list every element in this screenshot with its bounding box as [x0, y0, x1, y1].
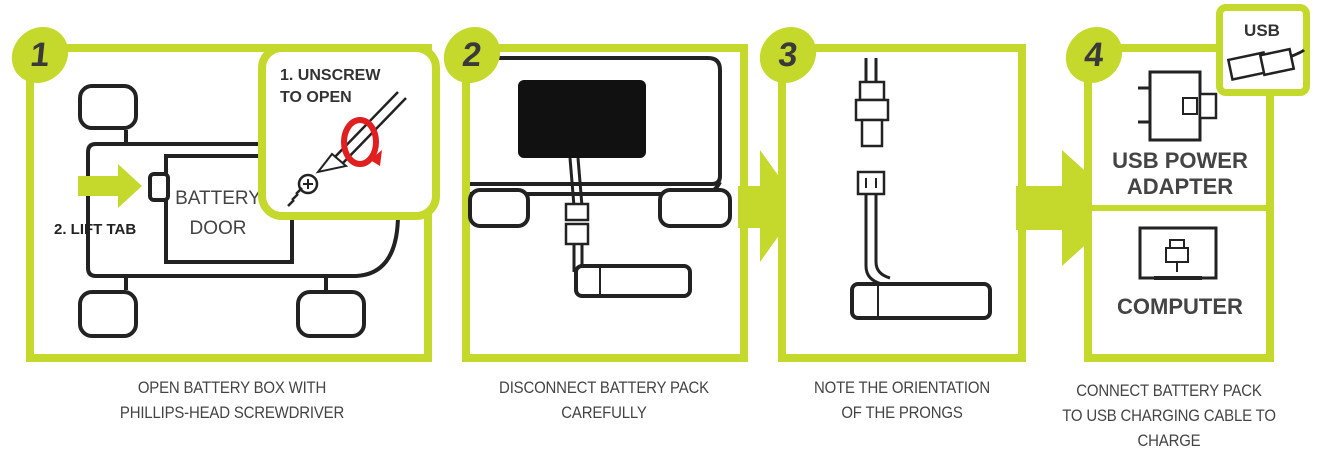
unscrew-inset [258, 44, 440, 220]
unscrew-inset-illustration: 1. UNSCREW TO OPEN [280, 67, 407, 207]
step-1-caption: OPEN BATTERY BOX WITH PHILLIPS-HEAD SCRE… [91, 375, 373, 425]
step-2-caption-line2: CAREFULLY [561, 403, 647, 422]
usb-inset-illustration: USB [1226, 21, 1306, 82]
step-2-caption: DISCONNECT BATTERY PACK CAREFULLY [454, 375, 753, 425]
usb-inset [1216, 4, 1310, 96]
usb-plug-icon [1226, 47, 1306, 82]
step-3-caption: NOTE THE ORIENTATION OF THE PRONGS [761, 375, 1043, 425]
wheel-back-left [78, 290, 138, 338]
computer-label: COMPUTER [1117, 294, 1243, 319]
male-connector-icon [854, 80, 890, 148]
unscrew-step-line2: TO OPEN [280, 89, 352, 106]
wheel-front-left [78, 84, 138, 130]
usb-label: USB [1244, 21, 1280, 40]
battery-pack [574, 264, 692, 298]
adapter-label-line2: ADAPTER [1127, 174, 1233, 199]
computer-icon [1138, 226, 1218, 280]
lift-tab-label: 2. LIFT TAB [54, 221, 136, 238]
step-4-caption-line1: CONNECT BATTERY PACK [1076, 381, 1262, 400]
step-1-caption-line2: PHILLIPS-HEAD SCREWDRIVER [119, 403, 345, 422]
power-adapter-icon [1138, 70, 1218, 142]
rotate-arrow-icon [341, 117, 382, 167]
step-3-caption-line2: OF THE PRONGS [841, 403, 963, 422]
screw-icon [287, 173, 319, 207]
female-connector-icon [856, 170, 886, 196]
adapter-label-line1: USB POWER [1112, 148, 1248, 173]
step-2-illustration [468, 56, 732, 298]
instruction-diagram: BATTERY DOOR 2. LIFT TAB 1. UNSCREW TO O… [9, 4, 1310, 450]
chassis-outline [470, 56, 722, 186]
door-tab [148, 172, 170, 202]
door-label-line1: BATTERY [175, 188, 261, 209]
battery-compartment [518, 80, 646, 158]
step-4-illustration: USB POWER ADAPTER COMPUTER [1088, 70, 1266, 319]
arrow-3-to-4 [1016, 150, 1126, 266]
battery-pack-3 [850, 282, 992, 320]
step-2-caption-line1: DISCONNECT BATTERY PACK [499, 378, 709, 397]
step-4-caption-line2: TO USB CHARGING CABLE TO CHARGE [1062, 406, 1276, 450]
wheel-back-right [296, 290, 366, 338]
unscrew-step-line1: 1. UNSCREW [280, 67, 381, 84]
arrow-2-to-3 [738, 150, 800, 262]
door-label-line2: DOOR [190, 218, 247, 239]
connector-icon [564, 202, 590, 246]
lift-tab-arrow [78, 164, 142, 208]
step-1-caption-line1: OPEN BATTERY BOX WITH [137, 378, 327, 397]
step-3-caption-line1: NOTE THE ORIENTATION [813, 378, 990, 397]
step-3-illustration [850, 58, 992, 320]
step-4-caption: CONNECT BATTERY PACK TO USB CHARGING CAB… [1033, 378, 1306, 453]
